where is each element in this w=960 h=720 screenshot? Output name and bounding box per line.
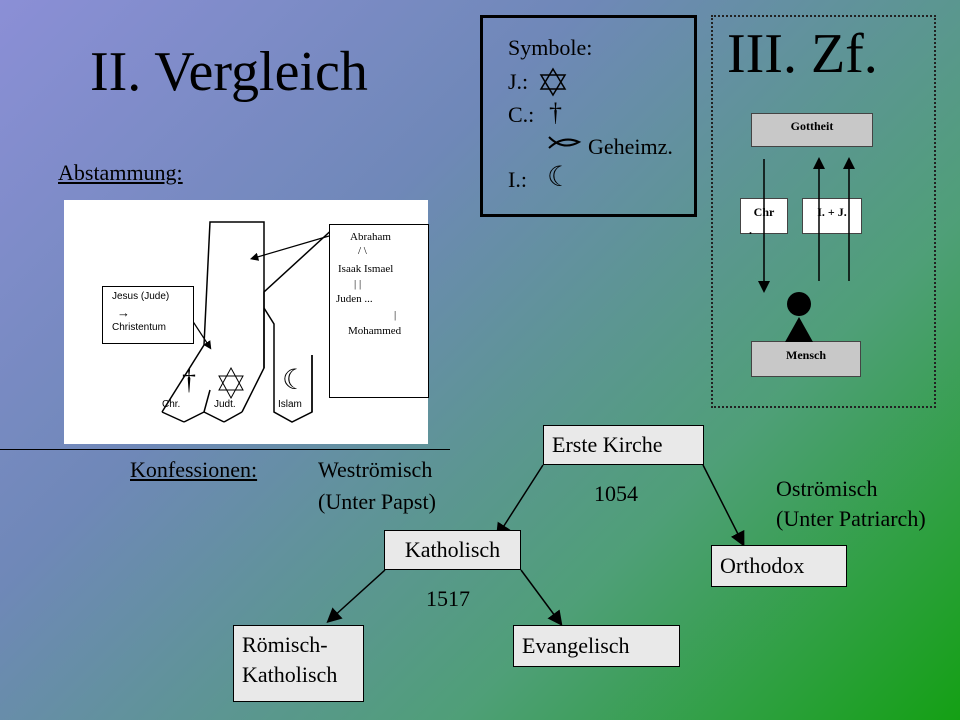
person-body-icon xyxy=(785,317,813,342)
jesus-line-1: Jesus (Jude) xyxy=(112,291,170,302)
jesus-note-box: Jesus (Jude) → Christentum xyxy=(102,286,194,344)
abraham-line-4: | | xyxy=(354,278,362,290)
slide-title: II. Vergleich xyxy=(90,41,368,103)
orthodox-node: Orthodox xyxy=(711,545,847,587)
symbol-c-label: C.: xyxy=(508,102,535,127)
abraham-line-5: Juden ... xyxy=(336,293,373,305)
summary-arrows xyxy=(758,157,855,342)
year-1054: 1054 xyxy=(594,481,638,506)
gottheit-box: Gottheit xyxy=(751,113,873,147)
tree-label-islam: Islam xyxy=(278,399,302,410)
fish-icon xyxy=(548,136,582,149)
abraham-line-2: / \ xyxy=(358,245,367,257)
konfessionen-label: Konfessionen: xyxy=(130,457,258,482)
tree-star-of-david-icon xyxy=(218,366,244,400)
ost-line-1: Oströmisch xyxy=(776,476,878,501)
abraham-note-box: Abraham / \ Isaak Ismael | | Juden ... |… xyxy=(329,224,429,398)
symbols-box: Symbole: J.: C.: † Geheimz. I.: ☾ xyxy=(480,15,697,217)
crescent-icon: ☾ xyxy=(547,162,573,193)
slide-title-right: III. Zf. xyxy=(727,23,878,85)
tree-label-chr: Chr. xyxy=(162,399,181,410)
abstammung-label: Abstammung: xyxy=(58,160,183,185)
ij-box: I. + J. xyxy=(802,198,862,234)
fish-label: Geheimz. xyxy=(588,134,673,159)
year-1517: 1517 xyxy=(426,586,470,611)
ost-line-2: (Unter Patriarch) xyxy=(776,506,926,531)
mensch-box: Mensch xyxy=(751,341,861,377)
summary-box: Gottheit Chr . I. + J. Mensch xyxy=(711,15,936,408)
roemisch-line-2: Katholisch xyxy=(242,662,338,687)
tree-label-judt: Judt. xyxy=(214,399,236,410)
abraham-line-7: Mohammed xyxy=(348,325,402,337)
jesus-line-2: → xyxy=(117,305,130,320)
religion-tree-drawing xyxy=(161,221,337,423)
abraham-line-6: | xyxy=(394,309,397,321)
abraham-line-3: Isaak Ismael xyxy=(338,263,394,275)
cross-icon: † xyxy=(549,98,562,127)
roemisch-line-1: Römisch- xyxy=(242,632,328,657)
symbol-i-label: I.: xyxy=(508,167,527,192)
katholisch-node: Katholisch xyxy=(384,530,521,570)
west-line-2: (Unter Papst) xyxy=(318,489,436,514)
jesus-line-3: Christentum xyxy=(112,322,166,333)
tree-cross-icon: † xyxy=(182,365,196,396)
abraham-line-1: Abraham xyxy=(350,231,391,243)
divider xyxy=(0,449,450,450)
chr-dot: . xyxy=(749,223,752,237)
roemisch-katholisch-node: Römisch- Katholisch xyxy=(233,625,364,702)
evangelisch-node: Evangelisch xyxy=(513,625,680,667)
symbol-j-label: J.: xyxy=(508,69,529,94)
star-of-david-icon xyxy=(539,67,567,97)
symbols-heading: Symbole: xyxy=(508,35,593,60)
religion-tree-image: Jesus (Jude) → Christentum Abraham / \ I… xyxy=(64,200,429,444)
tree-crescent-icon: ☾ xyxy=(282,365,308,396)
person-head-icon xyxy=(787,292,811,316)
west-line-1: Weströmisch xyxy=(318,457,433,482)
erste-kirche-node: Erste Kirche xyxy=(543,425,704,465)
